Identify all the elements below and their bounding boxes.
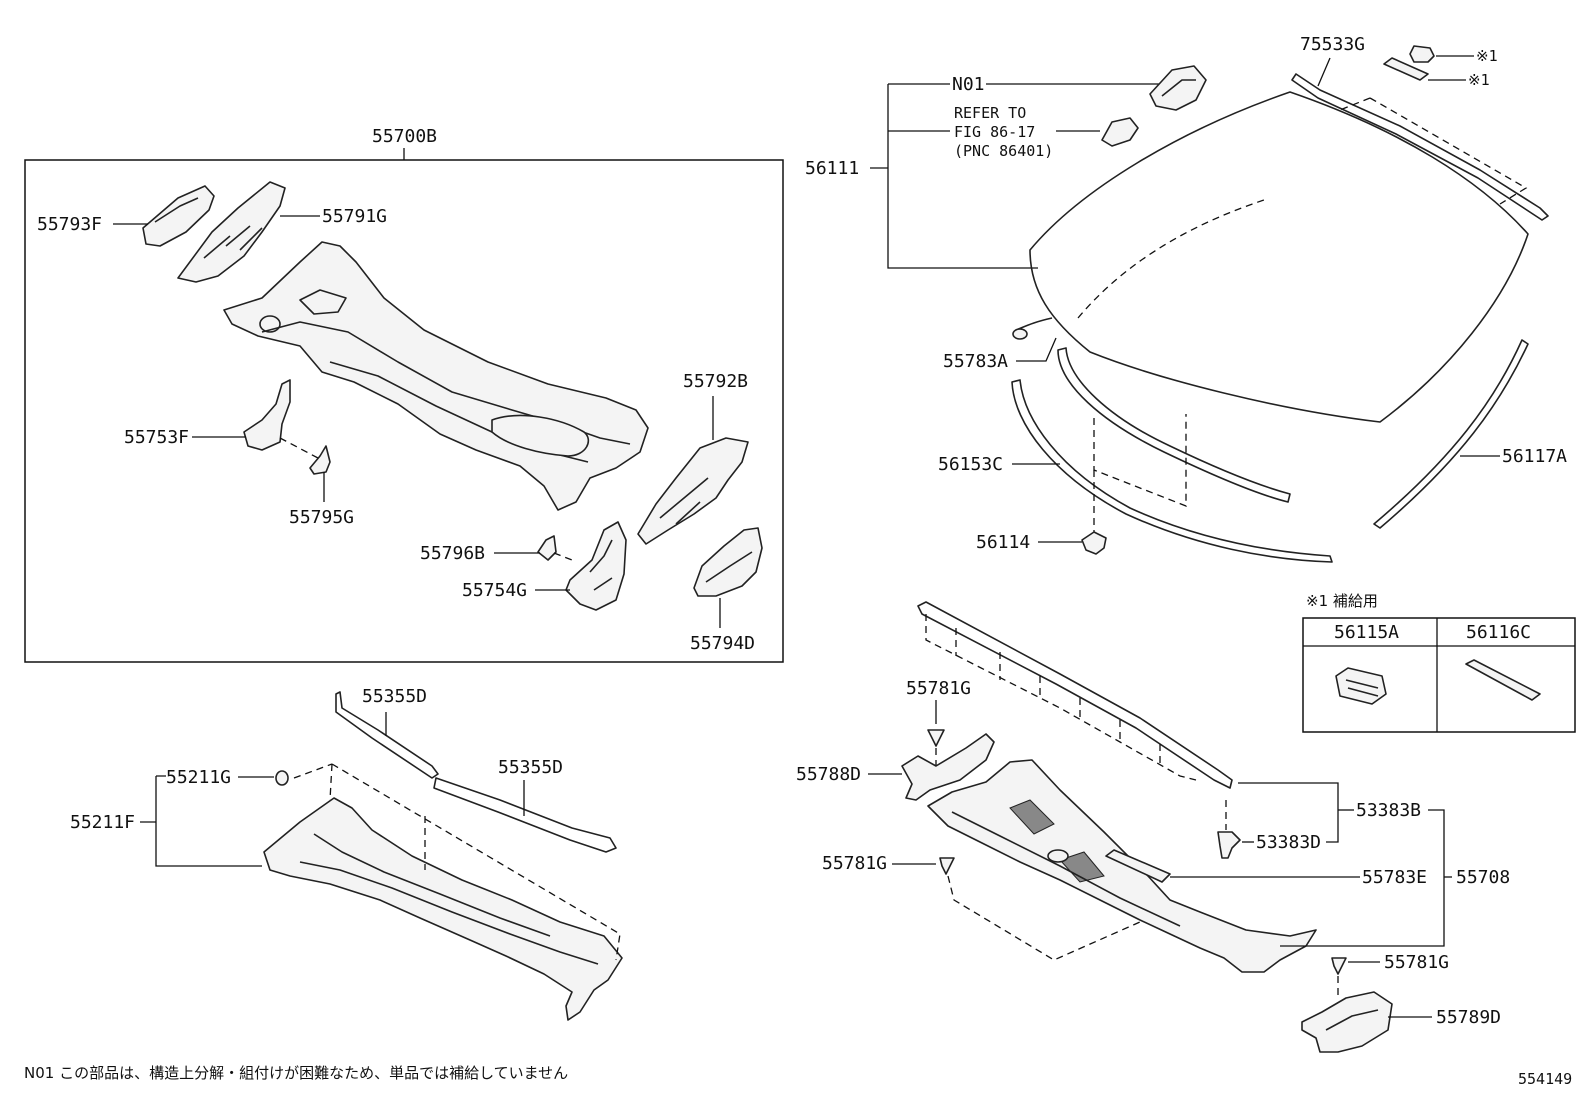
part-55211G-clip[interactable]: [275, 770, 289, 786]
label-55796B[interactable]: 55796B: [420, 543, 485, 564]
part-55781G-clip-a[interactable]: [927, 729, 945, 747]
part-55795G[interactable]: [309, 445, 331, 475]
label-star1-b[interactable]: ※1: [1468, 71, 1490, 89]
label-55794D[interactable]: 55794D: [690, 633, 755, 654]
label-56114[interactable]: 56114: [976, 532, 1030, 553]
label-55781G-a[interactable]: 55781G: [906, 678, 971, 699]
label-56117A[interactable]: 56117A: [1502, 446, 1567, 467]
label-refer-line1: REFER TO: [954, 104, 1026, 122]
supply-note: ※1 補給用: [1306, 592, 1378, 610]
footer-note: N01 この部品は、構造上分解・組付けが困難なため、単品では補給していません: [24, 1064, 568, 1082]
supply-table: [1302, 617, 1576, 733]
label-55788D[interactable]: 55788D: [796, 764, 861, 785]
part-56114-spacer[interactable]: [1081, 531, 1107, 555]
part-55788D-bracket[interactable]: [901, 733, 995, 801]
part-55700B-cowl-panel[interactable]: [223, 241, 649, 511]
part-55753F[interactable]: [243, 379, 291, 451]
part-55789D-bracket[interactable]: [1301, 991, 1393, 1053]
part-55355D-seal-b[interactable]: [433, 777, 617, 853]
part-55781G-clip-b[interactable]: [939, 857, 955, 875]
label-55781G-c[interactable]: 55781G: [1384, 952, 1449, 973]
label-55708[interactable]: 55708: [1456, 867, 1510, 888]
label-star1-a[interactable]: ※1: [1476, 47, 1498, 65]
part-55355D-seal-a[interactable]: [335, 691, 439, 779]
part-56111-windshield-glass[interactable]: [1029, 91, 1529, 423]
part-star1-clip[interactable]: [1409, 45, 1435, 63]
part-55796B[interactable]: [537, 535, 557, 561]
part-55794D[interactable]: [693, 527, 763, 597]
part-55783E-seal[interactable]: [1105, 849, 1171, 883]
label-53383B[interactable]: 53383B: [1356, 800, 1421, 821]
label-55783E[interactable]: 55783E: [1362, 867, 1427, 888]
label-55753F[interactable]: 55753F: [124, 427, 189, 448]
label-55211F[interactable]: 55211F: [70, 812, 135, 833]
label-56116C[interactable]: 56116C: [1466, 622, 1531, 643]
label-55789D[interactable]: 55789D: [1436, 1007, 1501, 1028]
label-56111[interactable]: 56111: [805, 158, 859, 179]
label-55783A[interactable]: 55783A: [943, 351, 1008, 372]
label-75533G[interactable]: 75533G: [1300, 34, 1365, 55]
part-53383B-rail[interactable]: [917, 601, 1233, 789]
label-refer-line2[interactable]: FIG 86-17: [954, 123, 1035, 141]
label-refer-line3[interactable]: (PNC 86401): [954, 142, 1053, 160]
part-refer-sensor-bracket[interactable]: [1101, 117, 1139, 147]
part-55781G-clip-c[interactable]: [1331, 957, 1347, 975]
assembly-box-55700B: [24, 159, 784, 663]
part-55793F[interactable]: [142, 185, 215, 247]
label-55700B[interactable]: 55700B: [372, 126, 437, 147]
part-N01-mirror-bracket[interactable]: [1149, 65, 1207, 111]
part-56116C-tape[interactable]: [1465, 659, 1541, 701]
label-55754G[interactable]: 55754G: [462, 580, 527, 601]
part-75533G-upper-molding[interactable]: [1291, 73, 1549, 221]
part-56117A-seal[interactable]: [1373, 339, 1529, 529]
label-56153C[interactable]: 56153C: [938, 454, 1003, 475]
part-53383D-clip[interactable]: [1217, 831, 1241, 859]
part-56153C-dam[interactable]: [1011, 379, 1333, 563]
label-55781G-b[interactable]: 55781G: [822, 853, 887, 874]
figure-id: 554149: [1518, 1070, 1572, 1088]
label-56115A[interactable]: 56115A: [1334, 622, 1399, 643]
label-55793F[interactable]: 55793F: [37, 214, 102, 235]
label-53383D[interactable]: 53383D: [1256, 832, 1321, 853]
label-55355D-a[interactable]: 55355D: [362, 686, 427, 707]
part-star1-pad[interactable]: [1383, 57, 1429, 81]
label-55792B[interactable]: 55792B: [683, 371, 748, 392]
label-55211G[interactable]: 55211G: [166, 767, 231, 788]
label-55795G[interactable]: 55795G: [289, 507, 354, 528]
part-56115A-clip[interactable]: [1335, 667, 1387, 705]
part-55708-cowl-top[interactable]: [927, 759, 1317, 973]
part-55783A-side-molding[interactable]: [1057, 347, 1291, 503]
label-N01[interactable]: N01: [952, 74, 985, 95]
label-55791G[interactable]: 55791G: [322, 206, 387, 227]
label-55355D-b[interactable]: 55355D: [498, 757, 563, 778]
